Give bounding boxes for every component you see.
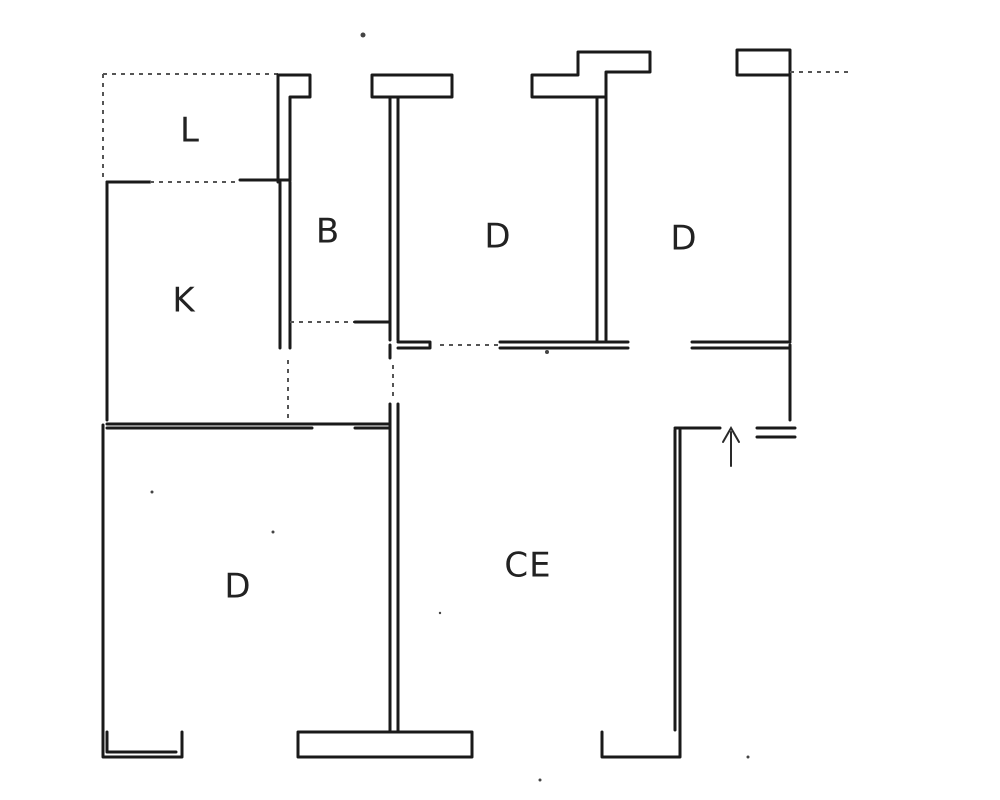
room-label-larder: L bbox=[180, 111, 200, 151]
room-label-entrance-hall: CE bbox=[504, 546, 551, 586]
room-label-bedroom-top-middle: D bbox=[484, 217, 511, 257]
room-label-bedroom-top-right: D bbox=[670, 219, 697, 259]
room-label-kitchen: K bbox=[172, 281, 196, 321]
exterior-walls bbox=[101, 48, 850, 759]
top-wall-stubs bbox=[276, 50, 652, 342]
room-label-bedroom-bottom-left: D bbox=[224, 567, 251, 607]
scan-specks bbox=[150, 32, 750, 782]
up-arrow-icon bbox=[722, 425, 740, 467]
interior-walls bbox=[105, 178, 792, 734]
room-label-bathroom: B bbox=[316, 212, 340, 252]
